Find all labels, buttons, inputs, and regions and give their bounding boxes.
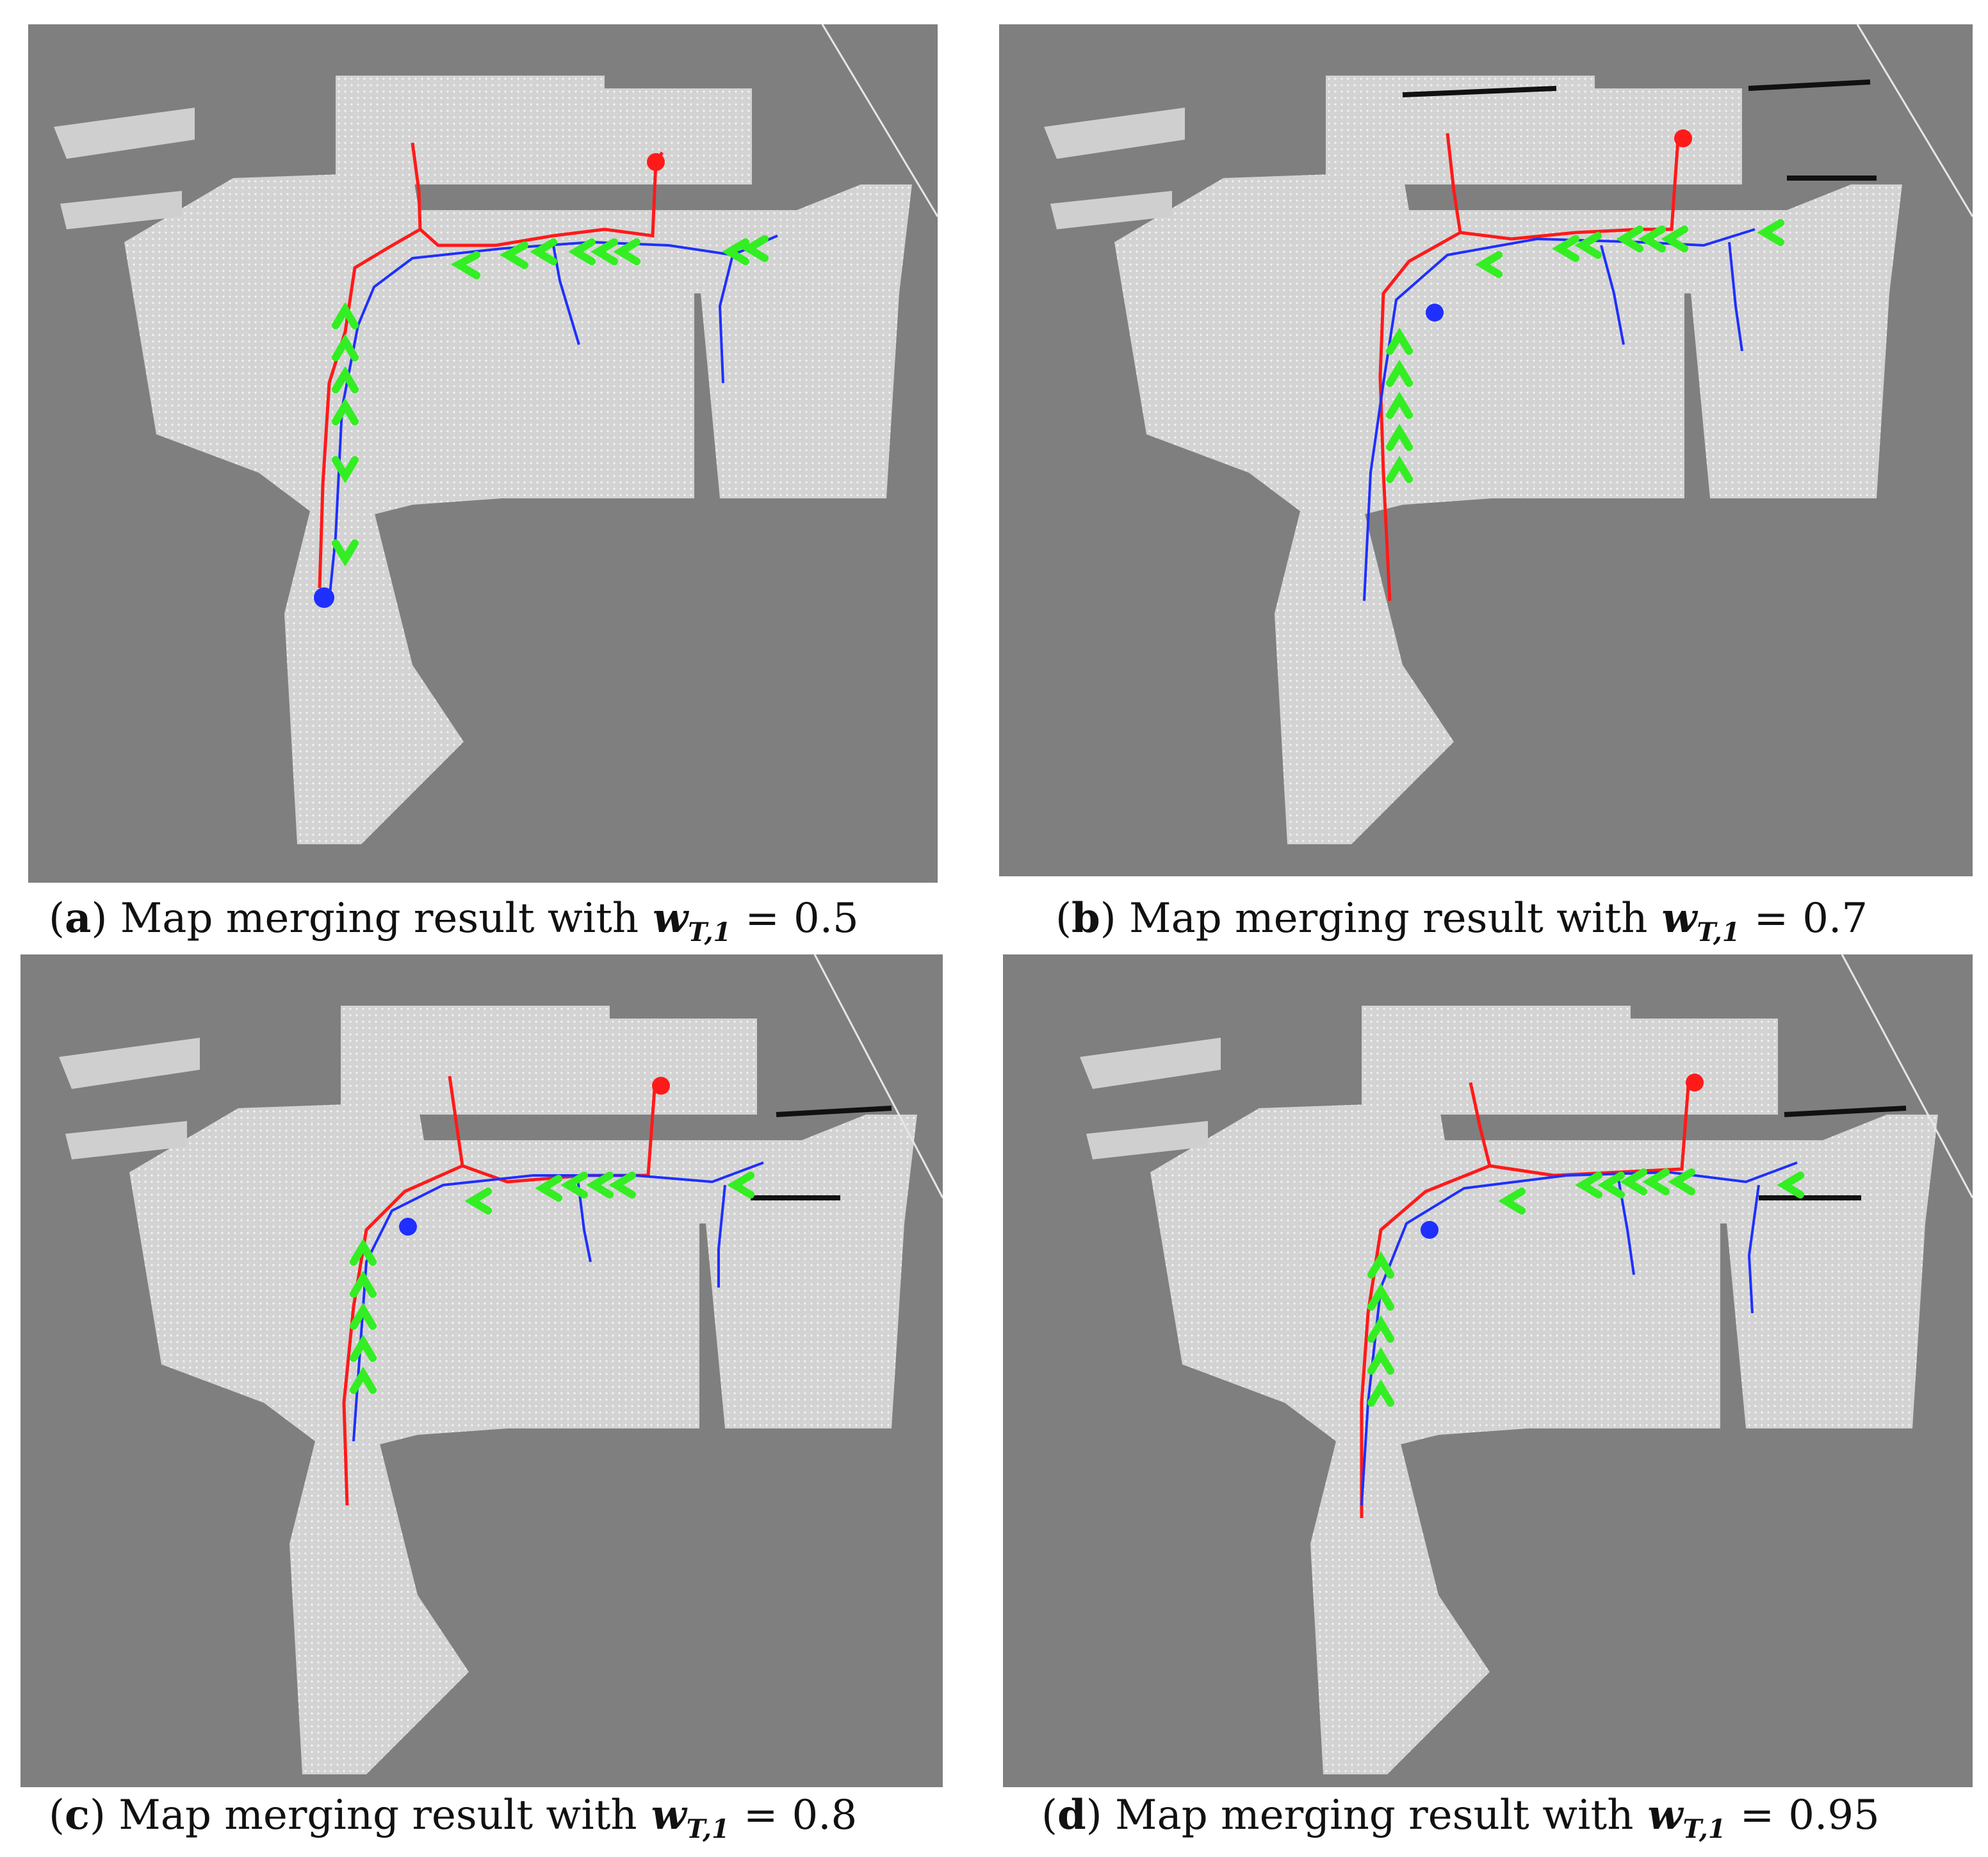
blue-dot-icon	[399, 1218, 417, 1236]
robot1-path	[342, 1076, 662, 1506]
occupancy-map-b	[999, 24, 1973, 876]
red-dot-icon	[647, 153, 665, 171]
weight-subscript: T,1	[688, 917, 731, 947]
weight-subscript: T,1	[1682, 1813, 1726, 1844]
equals-sign: =	[1739, 1792, 1775, 1839]
blue-dot-icon	[1426, 304, 1444, 322]
caption-text: Map merging result with	[118, 1792, 637, 1839]
map-panel-c	[20, 954, 943, 1787]
map-panel-d	[1003, 954, 1973, 1787]
frontier-arrows	[1386, 219, 1784, 483]
blue-dot-icon	[1421, 1221, 1438, 1239]
equals-sign: =	[743, 1792, 778, 1839]
frontier-arrows	[1367, 1168, 1804, 1407]
caption-letter: b	[1071, 894, 1100, 942]
robot1-path	[318, 142, 664, 589]
weight-symbol: w	[653, 894, 688, 942]
caption-letter: c	[64, 1791, 90, 1839]
caption-text: Map merging result with	[1129, 895, 1648, 942]
caption-text: Map merging result with	[120, 895, 639, 942]
frontier-arrows	[350, 1172, 754, 1394]
weight-value: 0.7	[1802, 895, 1868, 942]
weight-symbol: w	[1647, 1791, 1683, 1839]
occupancy-map-a	[28, 24, 938, 883]
weight-value: 0.95	[1788, 1792, 1880, 1839]
red-dot-icon	[1674, 129, 1692, 147]
blue-dot-icon	[314, 587, 334, 608]
robot1-path	[1378, 133, 1686, 601]
red-dot-icon	[1686, 1074, 1704, 1092]
frontier-arrows	[332, 235, 769, 567]
weight-subscript: T,1	[686, 1813, 729, 1844]
caption-letter: d	[1057, 1791, 1086, 1839]
equals-sign: =	[745, 895, 779, 942]
map-panel-a	[28, 24, 938, 883]
occupancy-map-c	[20, 954, 943, 1787]
occupancy-map-d	[1003, 954, 1973, 1787]
robot2-path	[328, 234, 778, 601]
red-dot-icon	[652, 1077, 670, 1095]
weight-value: 0.8	[792, 1792, 858, 1839]
weight-symbol: w	[651, 1791, 687, 1839]
caption-letter: a	[64, 894, 92, 942]
weight-subscript: T,1	[1697, 917, 1740, 947]
map-panel-b	[999, 24, 1973, 876]
weight-value: 0.5	[793, 895, 859, 942]
equals-sign: =	[1754, 895, 1789, 942]
weight-symbol: w	[1661, 894, 1697, 942]
caption-text: Map merging result with	[1115, 1792, 1634, 1839]
